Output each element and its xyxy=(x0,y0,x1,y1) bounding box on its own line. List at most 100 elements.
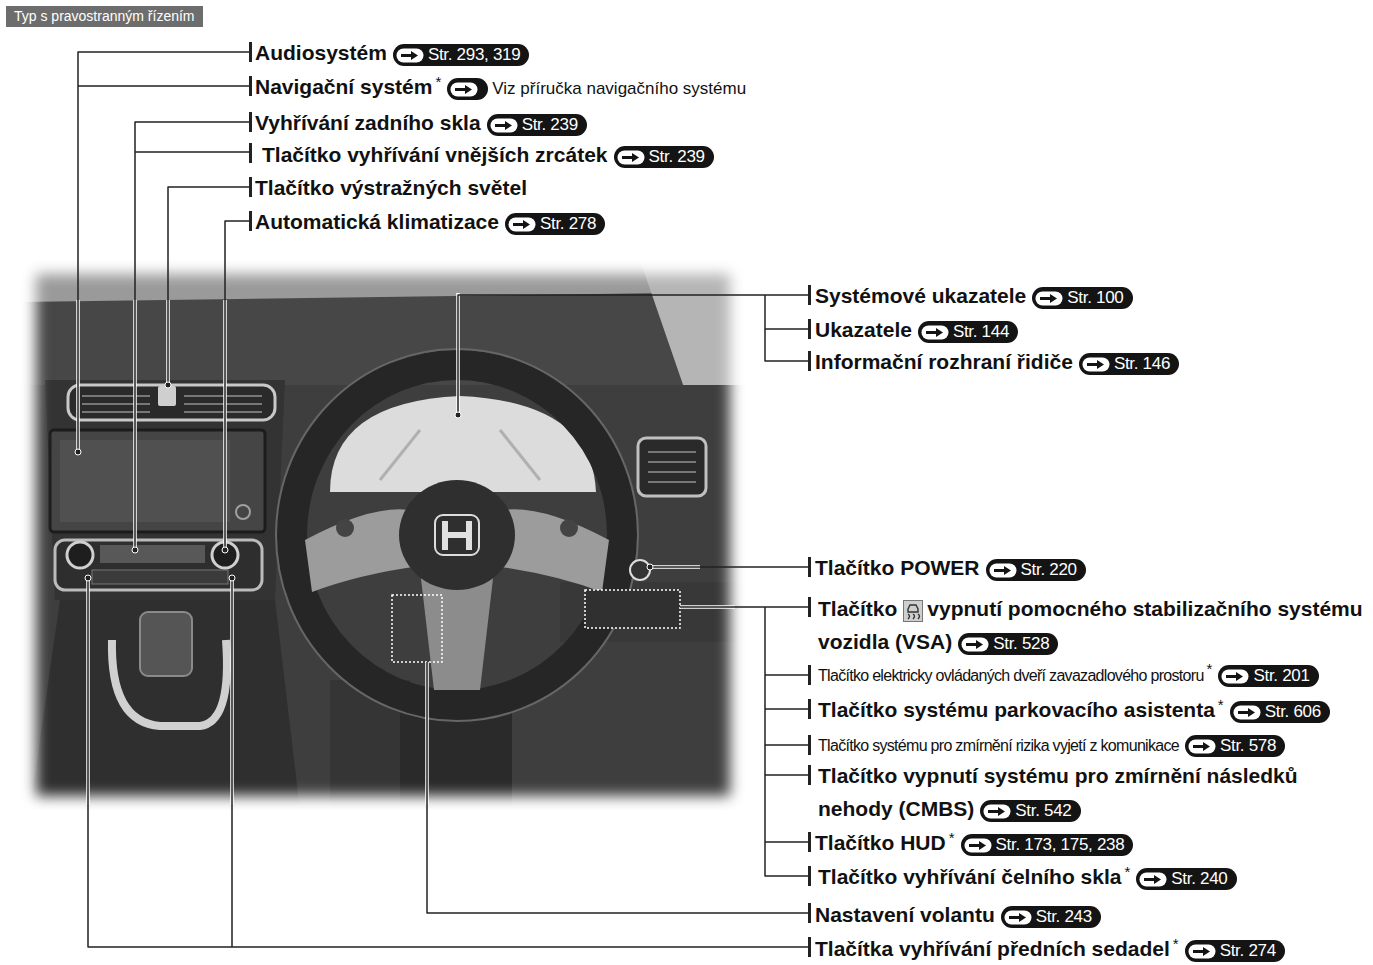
callout-label: Tlačítko elektricky ovládaných dveří zav… xyxy=(818,667,1204,684)
page-reference: Str. 173, 175, 238 xyxy=(961,834,1134,856)
label-bar xyxy=(808,285,811,305)
callout-label: Tlačítko HUD xyxy=(815,831,946,854)
page-arrow-icon xyxy=(1221,669,1249,684)
arrow-badge xyxy=(1082,357,1109,371)
page-arrow-icon xyxy=(396,48,424,63)
callout-row: Tlačítko POWERStr. 220 xyxy=(815,552,1086,585)
label-bar xyxy=(808,866,811,886)
page-reference: Str. 220 xyxy=(986,559,1086,581)
arrow-head xyxy=(1009,913,1026,922)
label-bar xyxy=(249,112,252,132)
page-reference: Str. 274 xyxy=(1185,940,1285,962)
page-reference: Str. 528 xyxy=(958,633,1058,655)
callout-label: Automatická klimatizace xyxy=(255,210,499,233)
page-number: Str. 146 xyxy=(1114,353,1170,375)
center-stack xyxy=(45,380,285,600)
callout-row: Tlačítko vyhřívání čelního skla* Str. 240 xyxy=(818,861,1237,894)
screen-glass xyxy=(60,440,230,522)
dashboard-photo xyxy=(20,260,745,810)
page-reference: Str. 239 xyxy=(487,114,587,136)
climate-buttons xyxy=(92,570,228,584)
optional-mark: * xyxy=(949,829,955,846)
center-vent xyxy=(68,385,275,420)
callout-row: Tlačítko elektricky ovládaných dveří zav… xyxy=(818,660,1319,691)
page-number: Str. 239 xyxy=(522,114,578,136)
arrow-head xyxy=(969,841,986,850)
page-reference: Str. 542 xyxy=(980,800,1080,822)
arrow-badge xyxy=(490,118,517,132)
page-arrow-icon xyxy=(983,804,1011,819)
callout-label: Nastavení volantu xyxy=(815,903,995,926)
callout-label: Tlačítko systému pro zmírnění rizika vyj… xyxy=(818,737,1179,754)
page-arrow-icon xyxy=(989,563,1017,578)
leader-dot xyxy=(229,575,235,581)
arrow-head xyxy=(994,566,1011,575)
arrow-badge xyxy=(451,82,478,96)
vsa-symbol xyxy=(903,600,923,622)
label-bar xyxy=(808,665,811,685)
page-arrow-icon xyxy=(1035,291,1063,306)
page-number: Str. 240 xyxy=(1171,868,1227,890)
arrow-head xyxy=(1040,294,1057,303)
callout-row: Systémové ukazateleStr. 100 xyxy=(815,280,1133,313)
page-reference: Str. 144 xyxy=(918,321,1018,343)
label-bar xyxy=(808,832,811,852)
callout-row: Tlačítka vyhřívání předních sedadel*Str.… xyxy=(815,933,1285,965)
page-arrow-icon xyxy=(1188,739,1216,754)
page-arrow-icon xyxy=(1139,872,1167,887)
arrow-badge xyxy=(964,838,991,852)
leader-dot xyxy=(85,575,91,581)
label-bar xyxy=(249,211,252,231)
page-number: Str. 100 xyxy=(1067,287,1123,309)
label-bar xyxy=(249,177,252,197)
leader-dots xyxy=(75,382,653,581)
page-reference: Str. 240 xyxy=(1136,868,1236,890)
label-bar xyxy=(808,735,811,755)
leader-dot xyxy=(165,382,171,388)
callout-row: Tlačítkovypnutí pomocného stabilizačního… xyxy=(818,593,1364,659)
page-reference: Str. 201 xyxy=(1218,665,1318,687)
callout-row: Tlačítko systému parkovacího asistenta* S… xyxy=(818,694,1330,727)
callout-row: Vyhřívání zadního sklaStr. 239 xyxy=(255,107,587,140)
steering-wheel-rim xyxy=(292,365,622,705)
leader-lines xyxy=(75,42,811,957)
callout-row: Automatická klimatizace Str. 278 xyxy=(255,206,605,239)
page-number: Str. 278 xyxy=(540,213,596,235)
callout-label: Tlačítka vyhřívání předních sedadel xyxy=(815,937,1170,960)
callout-label: Tlačítko výstražných světel xyxy=(255,176,527,199)
leader-dot xyxy=(647,564,653,570)
page-number: Str. 173, 175, 238 xyxy=(996,834,1125,856)
leader-line xyxy=(225,221,249,550)
center-console xyxy=(30,600,300,810)
arrow-head xyxy=(1193,742,1210,751)
page-arrow-icon xyxy=(921,325,949,340)
label-bar xyxy=(808,597,811,617)
power-button xyxy=(630,560,650,580)
arrow-head xyxy=(1226,672,1243,681)
callout-label: Tlačítko vyhřívání čelního skla xyxy=(818,865,1121,888)
label-bar xyxy=(249,76,252,96)
label-bar xyxy=(808,937,811,957)
photo-ground xyxy=(20,260,745,810)
label-bar xyxy=(808,557,811,577)
label-bar xyxy=(808,903,811,923)
callout-label: vypnutí pomocného stabilizačního systému… xyxy=(818,597,1363,653)
callout-row: Tlačítko HUD* Str. 173, 175, 238 xyxy=(815,827,1133,860)
callout-row: Nastavení volantuStr. 243 xyxy=(815,899,1101,932)
callout-row: Tlačítko výstražných světel xyxy=(255,172,527,205)
skid-car xyxy=(908,605,920,619)
page-reference: Str. 606 xyxy=(1230,701,1330,723)
page-arrow-icon xyxy=(961,637,989,652)
optional-mark: * xyxy=(1124,863,1130,880)
touch-screen xyxy=(50,430,265,532)
page-number: Str. 293, 319 xyxy=(428,44,521,66)
header-tab: Typ s pravostranným řízením xyxy=(6,6,203,27)
label-bar xyxy=(249,143,252,163)
arrow-head xyxy=(455,85,472,94)
page-arrow-icon xyxy=(450,82,478,97)
arrow-badge xyxy=(617,150,644,164)
callout-label: Tlačítko systému parkovacího asistenta xyxy=(818,698,1215,721)
optional-mark: * xyxy=(1218,696,1224,713)
arrow-badge xyxy=(508,217,535,231)
